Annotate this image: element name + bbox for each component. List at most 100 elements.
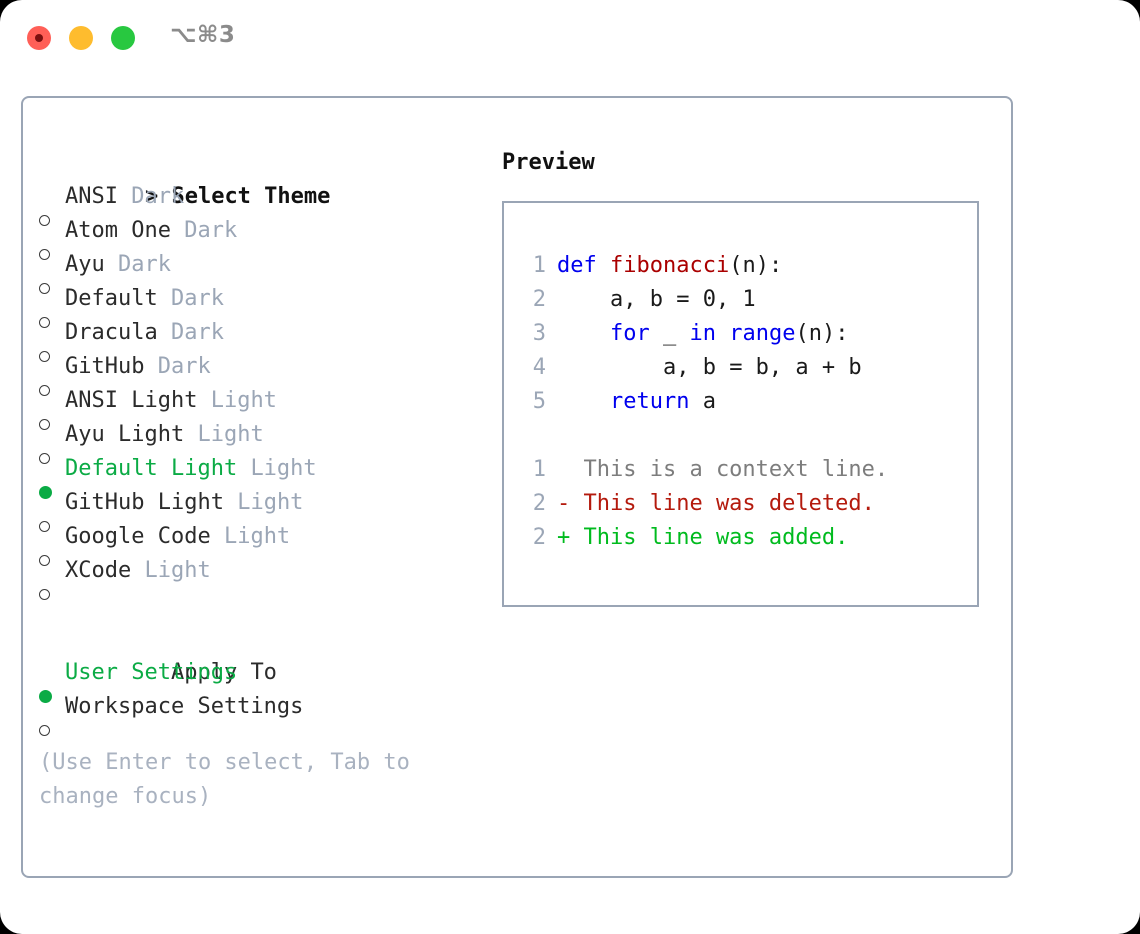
theme-list-item[interactable]: Default Light Light — [39, 452, 479, 499]
code-token: (n): — [795, 321, 849, 346]
code-token — [716, 321, 729, 346]
code-line: 4 a, b = b, a + b — [520, 351, 977, 385]
theme-list-item[interactable]: ANSI Dark — [39, 180, 479, 226]
theme-list-item[interactable]: GitHub Light Light — [39, 486, 479, 532]
list-spacer — [39, 588, 479, 622]
code-line: 1 def fibonacci(n): — [520, 249, 977, 283]
label-gap — [171, 218, 184, 243]
theme-list-item[interactable]: Ayu Dark — [39, 248, 479, 294]
theme-list-item[interactable]: XCode Light — [39, 554, 479, 600]
apply-to-header: Apply To — [39, 622, 479, 685]
apply-to-label: User Settings — [65, 660, 238, 685]
code-line-number: 3 — [532, 321, 546, 346]
code-token: a, b = b, a + b — [662, 355, 862, 380]
window-title: ⌥⌘3 — [170, 22, 236, 48]
preview-gap — [520, 419, 977, 453]
label-gap — [184, 422, 197, 447]
select-theme-header-label: > Select Theme — [144, 184, 331, 209]
close-window-button[interactable] — [27, 26, 51, 50]
code-line-number: 1 — [532, 253, 546, 278]
code-token: for — [609, 321, 650, 346]
diff-line: 1 This is a context line. — [520, 453, 977, 487]
code-line-number: 5 — [532, 389, 546, 414]
label-gap — [237, 456, 250, 481]
code-token: a — [689, 389, 716, 414]
diff-line-number: 2 — [532, 525, 546, 550]
code-indent — [557, 355, 663, 380]
diff-line-number: 2 — [532, 491, 546, 516]
code-token: in — [689, 321, 716, 346]
traffic-light-group — [27, 26, 135, 50]
theme-name-label: Default — [65, 286, 158, 311]
code-token: (n): — [729, 253, 783, 278]
theme-kind-label: Dark — [118, 252, 171, 277]
theme-list-item[interactable]: Google Code Light — [39, 520, 479, 566]
label-gap — [144, 354, 157, 379]
minimize-window-button[interactable] — [69, 26, 93, 50]
diff-line-text: This is a context line. — [557, 457, 889, 482]
theme-list-item[interactable]: Dracula Dark — [39, 316, 479, 362]
code-indent — [557, 389, 610, 414]
theme-kind-label: Dark — [184, 218, 238, 243]
label-gap — [158, 320, 171, 345]
label-gap — [158, 286, 171, 311]
theme-name-label: Dracula — [65, 320, 158, 345]
help-text: (Use Enter to select, Tab to change focu… — [39, 750, 410, 809]
code-token: _ — [649, 321, 690, 346]
theme-name-label: Ayu — [65, 252, 105, 277]
theme-name-label: Ayu Light — [65, 422, 185, 447]
theme-name-label: GitHub — [65, 354, 145, 379]
theme-name-label: GitHub Light — [65, 490, 224, 515]
diff-line-text: - This line was deleted. — [557, 491, 875, 516]
code-indent — [557, 321, 610, 346]
select-theme-header: > Select Theme — [39, 146, 479, 209]
theme-kind-label: Light — [210, 388, 277, 413]
theme-list-item[interactable]: Default Dark — [39, 282, 479, 328]
theme-name-label: Google Code — [65, 524, 211, 549]
theme-kind-label: Light — [197, 422, 264, 447]
code-token: fibonacci — [610, 253, 730, 278]
apply-to-header-label: Apply To — [170, 660, 277, 685]
label-gap — [118, 184, 131, 209]
code-token: a, b = 0, 1 — [609, 287, 756, 312]
diff-line-text: + This line was added. — [557, 525, 849, 550]
code-token: return — [609, 389, 690, 414]
code-token — [597, 253, 610, 278]
theme-name-label: ANSI Light — [65, 388, 198, 413]
theme-name-label: Default Light — [65, 456, 238, 481]
theme-kind-label: Light — [144, 558, 211, 583]
preview-title: Preview — [502, 150, 595, 175]
theme-kind-label: Dark — [170, 286, 224, 311]
diff-line: 2 + This line was added. — [520, 521, 977, 555]
diff-sample: 1 This is a context line. 2 - This line wa… — [520, 453, 977, 555]
theme-list-item[interactable]: ANSI Light Light — [39, 384, 479, 430]
label-gap — [197, 388, 210, 413]
label-gap — [224, 490, 237, 515]
theme-kind-label: Dark — [170, 320, 224, 345]
theme-name-label: Atom One — [65, 218, 171, 243]
code-token: range — [729, 321, 796, 346]
theme-kind-label: Light — [237, 490, 304, 515]
theme-name-label: ANSI — [65, 184, 118, 209]
label-gap — [211, 524, 224, 549]
title-bar: ⌥⌘3 — [0, 0, 1140, 78]
code-token: def — [557, 253, 597, 278]
apply-to-item[interactable]: Workspace Settings — [39, 690, 479, 736]
code-line-number: 4 — [532, 355, 546, 380]
theme-kind-label: Light — [250, 456, 317, 481]
label-gap — [105, 252, 118, 277]
theme-kind-label: Dark — [131, 184, 185, 209]
code-line: 3 for _ in range(n): — [520, 317, 977, 351]
apply-to-item[interactable]: User Settings — [39, 656, 479, 703]
theme-list-item[interactable]: GitHub Dark — [39, 350, 479, 396]
maximize-window-button[interactable] — [111, 26, 135, 50]
code-line: 2 a, b = 0, 1 — [520, 283, 977, 317]
theme-list-item[interactable]: Ayu Light Light — [39, 418, 479, 464]
theme-list-item[interactable]: Atom One Dark — [39, 214, 479, 260]
